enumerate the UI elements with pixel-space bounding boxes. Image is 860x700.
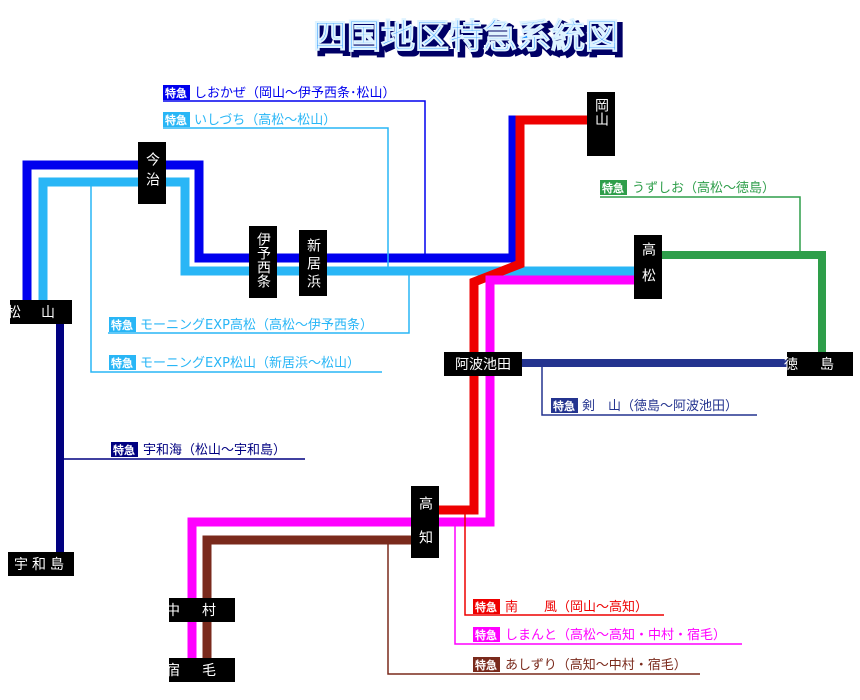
- station-niihama-label: 新居浜: [305, 238, 321, 292]
- svg-text:特急: 特急: [113, 443, 135, 457]
- station-iyosaijo: 伊予西条: [249, 226, 277, 298]
- station-okayama-label: 岡山: [593, 98, 609, 126]
- nanpu-leader: [464, 510, 664, 616]
- uzushio-leader: [600, 196, 801, 255]
- nanpu-line: [433, 115, 596, 515]
- diagram-title: 四国地区特急系統図 四国地区特急系統図: [313, 17, 626, 64]
- station-okayama: 岡山: [587, 92, 615, 156]
- label-tsurugi: 特急 剣 山（徳島～阿波池田）: [551, 398, 738, 414]
- svg-text:あしずり（高知～中村・宿毛）: あしずり（高知～中村・宿毛）: [505, 657, 687, 673]
- svg-text:南 風（岡山～高知）: 南 風（岡山～高知）: [505, 599, 648, 615]
- label-ashizuri: 特急 あしずり（高知～中村・宿毛）: [473, 657, 687, 673]
- station-iyosaijo-label: 伊予西条: [255, 232, 271, 288]
- label-morning-matsuyama: 特急 モーニングEXP松山（新居浜～松山）: [109, 355, 360, 371]
- label-ishizuchi: 特急 いしづち（高松～松山）: [163, 112, 336, 128]
- label-shiokaze: 特急 しおかぜ（岡山～伊予西条･松山）: [163, 85, 396, 101]
- station-tokushima-label: 徳島: [784, 357, 856, 373]
- station-takamatsu: 高松: [634, 235, 662, 299]
- station-takamatsu-label: 高松: [640, 241, 656, 294]
- tsurugi-leader: [541, 363, 757, 416]
- label-uwakai: 特急 宇和海（松山～宇和島）: [111, 442, 286, 458]
- station-imabari: 今治: [138, 142, 166, 204]
- svg-text:特急: 特急: [475, 600, 497, 614]
- label-shimanto: 特急 しまんと（高松～高知・中村・宿毛）: [473, 627, 726, 643]
- svg-text:特急: 特急: [111, 356, 133, 370]
- station-niihama: 新居浜: [299, 230, 327, 296]
- ishizuchi-line: [38, 177, 637, 312]
- ashizuri-line: [202, 535, 433, 662]
- station-matsuyama: 松山: [7, 300, 75, 324]
- svg-text:いしづち（高松～松山）: いしづち（高松～松山）: [194, 112, 336, 128]
- svg-text:特急: 特急: [475, 628, 497, 642]
- station-sukumo: 宿毛: [166, 658, 238, 682]
- station-awaikeda-label: 阿波池田: [455, 357, 511, 373]
- uzushio-line: [660, 251, 826, 352]
- svg-text:うずしお（高松～徳島）: うずしお（高松～徳島）: [632, 180, 775, 196]
- svg-text:モーニングEXP高松（高松～伊予西条）: モーニングEXP高松（高松～伊予西条）: [140, 317, 373, 333]
- ishizuchi-leader: [163, 127, 389, 271]
- station-awaikeda: 阿波池田: [444, 352, 522, 376]
- ashizuri-leader: [387, 540, 700, 675]
- svg-text:特急: 特急: [475, 658, 497, 672]
- station-matsuyama-label: 松山: [7, 305, 75, 321]
- station-tokushima: 徳島: [784, 352, 856, 376]
- svg-text:四国地区特急系統図: 四国地区特急系統図: [317, 21, 623, 61]
- morning-matsuyama-leader: [90, 182, 382, 373]
- shimanto-leader: [454, 522, 742, 645]
- station-kochi-label: 高知: [417, 495, 433, 564]
- svg-text:特急: 特急: [553, 399, 575, 413]
- svg-text:特急: 特急: [602, 181, 624, 195]
- station-uwajima-label: 宇和島: [14, 557, 68, 573]
- label-uzushio: 特急 うずしお（高松～徳島）: [600, 180, 775, 196]
- svg-text:特急: 特急: [111, 318, 133, 332]
- station-kochi: 高知: [411, 486, 439, 564]
- station-uwajima: 宇和島: [8, 552, 74, 576]
- svg-text:特急: 特急: [165, 113, 187, 127]
- label-nanpu: 特急 南 風（岡山～高知）: [473, 599, 648, 615]
- station-nakamura-label: 中村: [166, 603, 238, 619]
- station-nakamura: 中村: [166, 598, 238, 622]
- svg-text:特急: 特急: [165, 86, 187, 100]
- morning-takamatsu-leader: [108, 271, 410, 334]
- svg-text:しおかぜ（岡山～伊予西条･松山）: しおかぜ（岡山～伊予西条･松山）: [194, 85, 396, 101]
- shiokaze-leader: [163, 100, 426, 258]
- station-imabari-label: 今治: [144, 152, 160, 192]
- svg-text:四国地区特急系統図: 四国地区特急系統図: [313, 17, 619, 57]
- svg-text:しまんと（高松～高知・中村・宿毛）: しまんと（高松～高知・中村・宿毛）: [505, 627, 726, 643]
- svg-text:宇和海（松山～宇和島）: 宇和海（松山～宇和島）: [143, 443, 286, 458]
- shimanto-line: [187, 275, 637, 662]
- svg-text:モーニングEXP松山（新居浜～松山）: モーニングEXP松山（新居浜～松山）: [140, 355, 360, 371]
- svg-text:剣 山（徳島～阿波池田）: 剣 山（徳島～阿波池田）: [582, 399, 738, 414]
- station-sukumo-label: 宿毛: [166, 662, 238, 679]
- shiokaze-line: [22, 115, 596, 312]
- label-morning-takamatsu: 特急 モーニングEXP高松（高松～伊予西条）: [109, 317, 373, 333]
